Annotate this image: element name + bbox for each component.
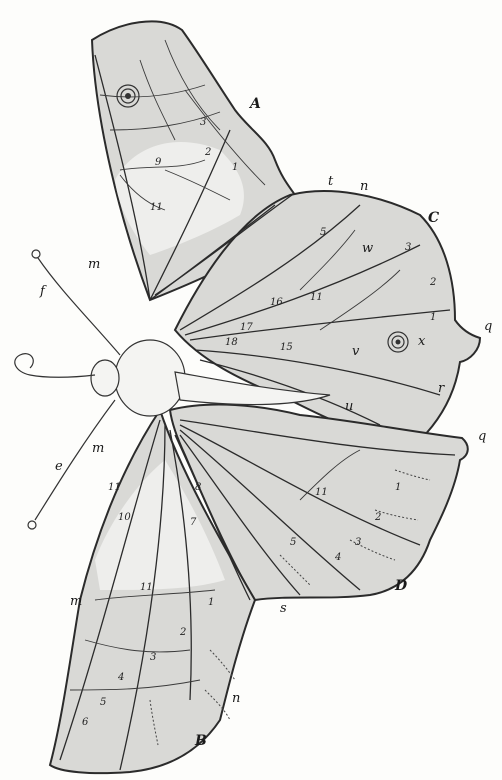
vein-1: 1 bbox=[232, 162, 238, 173]
vein-2d: 2 bbox=[374, 512, 381, 523]
vein-5b: 5 bbox=[100, 697, 106, 708]
label-n-bottom: n bbox=[232, 691, 240, 706]
vein-12d: 11 bbox=[315, 487, 328, 498]
vein-2b: 2 bbox=[179, 627, 186, 638]
label-q-bottom: q bbox=[478, 429, 486, 444]
vein-9: 9 bbox=[155, 157, 162, 168]
label-d: D bbox=[394, 578, 408, 594]
label-m-mid: m bbox=[92, 441, 104, 456]
vein-8: 8 bbox=[195, 482, 201, 493]
vein-11b: 11 bbox=[108, 482, 121, 493]
vein-3c: 3 bbox=[405, 242, 411, 253]
vein-18: 18 bbox=[225, 337, 238, 348]
vein-1d: 1 bbox=[395, 482, 401, 493]
vein-12c: 11 bbox=[310, 292, 323, 303]
vein-17: 17 bbox=[240, 322, 253, 333]
label-m-bottom: m bbox=[70, 594, 82, 609]
label-x: x bbox=[418, 334, 426, 349]
vein-1c: 1 bbox=[430, 312, 436, 323]
label-b: B bbox=[194, 733, 207, 749]
label-c: C bbox=[428, 210, 439, 226]
vein-12b: 11 bbox=[140, 582, 153, 593]
vein-1b: 1 bbox=[208, 597, 214, 608]
label-s-bottom: s bbox=[280, 601, 287, 616]
vein-5c: 5 bbox=[320, 227, 326, 238]
vein-7: 7 bbox=[190, 517, 197, 528]
label-m-top: m bbox=[88, 257, 100, 272]
vein-3d: 3 bbox=[355, 537, 361, 548]
vein-10b: 10 bbox=[118, 512, 131, 523]
vein-4d: 4 bbox=[334, 552, 341, 563]
vein-4b: 4 bbox=[117, 672, 124, 683]
label-n-right: n bbox=[360, 179, 368, 194]
vein-2: 2 bbox=[204, 147, 211, 158]
label-r: r bbox=[438, 381, 445, 396]
vein-15: 15 bbox=[280, 342, 293, 353]
vein-3b: 3 bbox=[150, 652, 156, 663]
vein-3: 3 bbox=[200, 117, 206, 128]
label-u: u bbox=[345, 399, 353, 414]
vein-12: 11 bbox=[150, 202, 163, 213]
vein-16: 16 bbox=[270, 297, 283, 308]
label-a: A bbox=[248, 96, 261, 112]
vein-6b: 6 bbox=[82, 717, 89, 728]
vein-2c: 2 bbox=[429, 277, 436, 288]
vein-5d: 5 bbox=[290, 537, 296, 548]
label-q-top: q bbox=[484, 319, 492, 334]
label-v: v bbox=[352, 344, 360, 359]
label-w: w bbox=[362, 241, 373, 256]
label-f: f bbox=[39, 284, 47, 299]
label-t: t bbox=[328, 174, 334, 189]
label-e: e bbox=[55, 459, 63, 474]
